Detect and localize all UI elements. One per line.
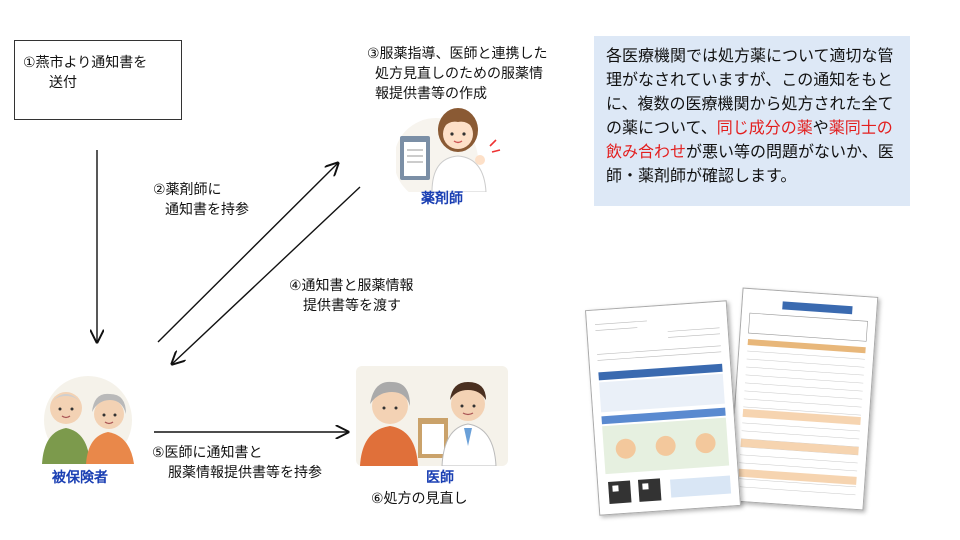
insured-illustration	[36, 374, 140, 464]
note-highlight-same-ingredient: 同じ成分の薬	[716, 118, 813, 137]
note-text-1: 各医療機関では処方薬について適切な管理がなされていますが、この通知をもとに、複数…	[606, 46, 894, 137]
pharmacist-illustration	[394, 100, 518, 202]
step4-line2: 提供書等を渡す	[303, 298, 401, 314]
medication-info-sheet-thumbnail	[727, 287, 879, 511]
note-text-2: が悪い等の問題がないか、医師・薬剤師が確認します。	[606, 142, 894, 185]
doctor-label: 医師	[426, 470, 454, 486]
step5-line1: ⑤医師に通知書と	[152, 445, 263, 461]
step2-line2: 通知書を持参	[165, 202, 249, 218]
step1-line1: ①燕市より通知書を	[23, 55, 148, 71]
step4-label: ④通知書と服薬情報 提供書等を渡す	[289, 276, 414, 316]
insured-label: 被保険者	[52, 470, 108, 486]
note-text-mid: や	[812, 118, 829, 137]
arrow-step4	[172, 186, 361, 364]
step1-box: ①燕市より通知書を 送付	[14, 40, 182, 120]
step2-label: ②薬剤師に 通知書を持参	[153, 180, 249, 220]
step3-line2: 処方見直しのための服薬情	[375, 66, 543, 82]
step2-line1: ②薬剤師に	[153, 182, 222, 198]
step3-line3: 報提供書等の作成	[375, 86, 487, 102]
note-highlight-interaction: 薬同士の飲み合わせ	[606, 118, 893, 161]
doctor-illustration	[356, 366, 508, 467]
arrow-step2	[157, 163, 338, 343]
explanation-note: 各医療機関では処方薬について適切な管理がなされていますが、この通知をもとに、複数…	[594, 36, 910, 206]
step6-label: ⑥処方の見直し	[371, 491, 468, 507]
step3-line1: ③服薬指導、医師と連携した	[367, 46, 548, 62]
pharmacist-label: 薬剤師	[421, 191, 463, 207]
step5-line2: 服薬情報提供書等を持参	[168, 465, 322, 481]
notice-letter-thumbnail	[584, 300, 742, 516]
step4-line1: ④通知書と服薬情報	[289, 278, 414, 294]
step1-line2: 送付	[49, 75, 77, 91]
step5-label: ⑤医師に通知書と 服薬情報提供書等を持参	[152, 443, 322, 483]
step3-label: ③服薬指導、医師と連携した 処方見直しのための服薬情 報提供書等の作成	[367, 44, 548, 104]
